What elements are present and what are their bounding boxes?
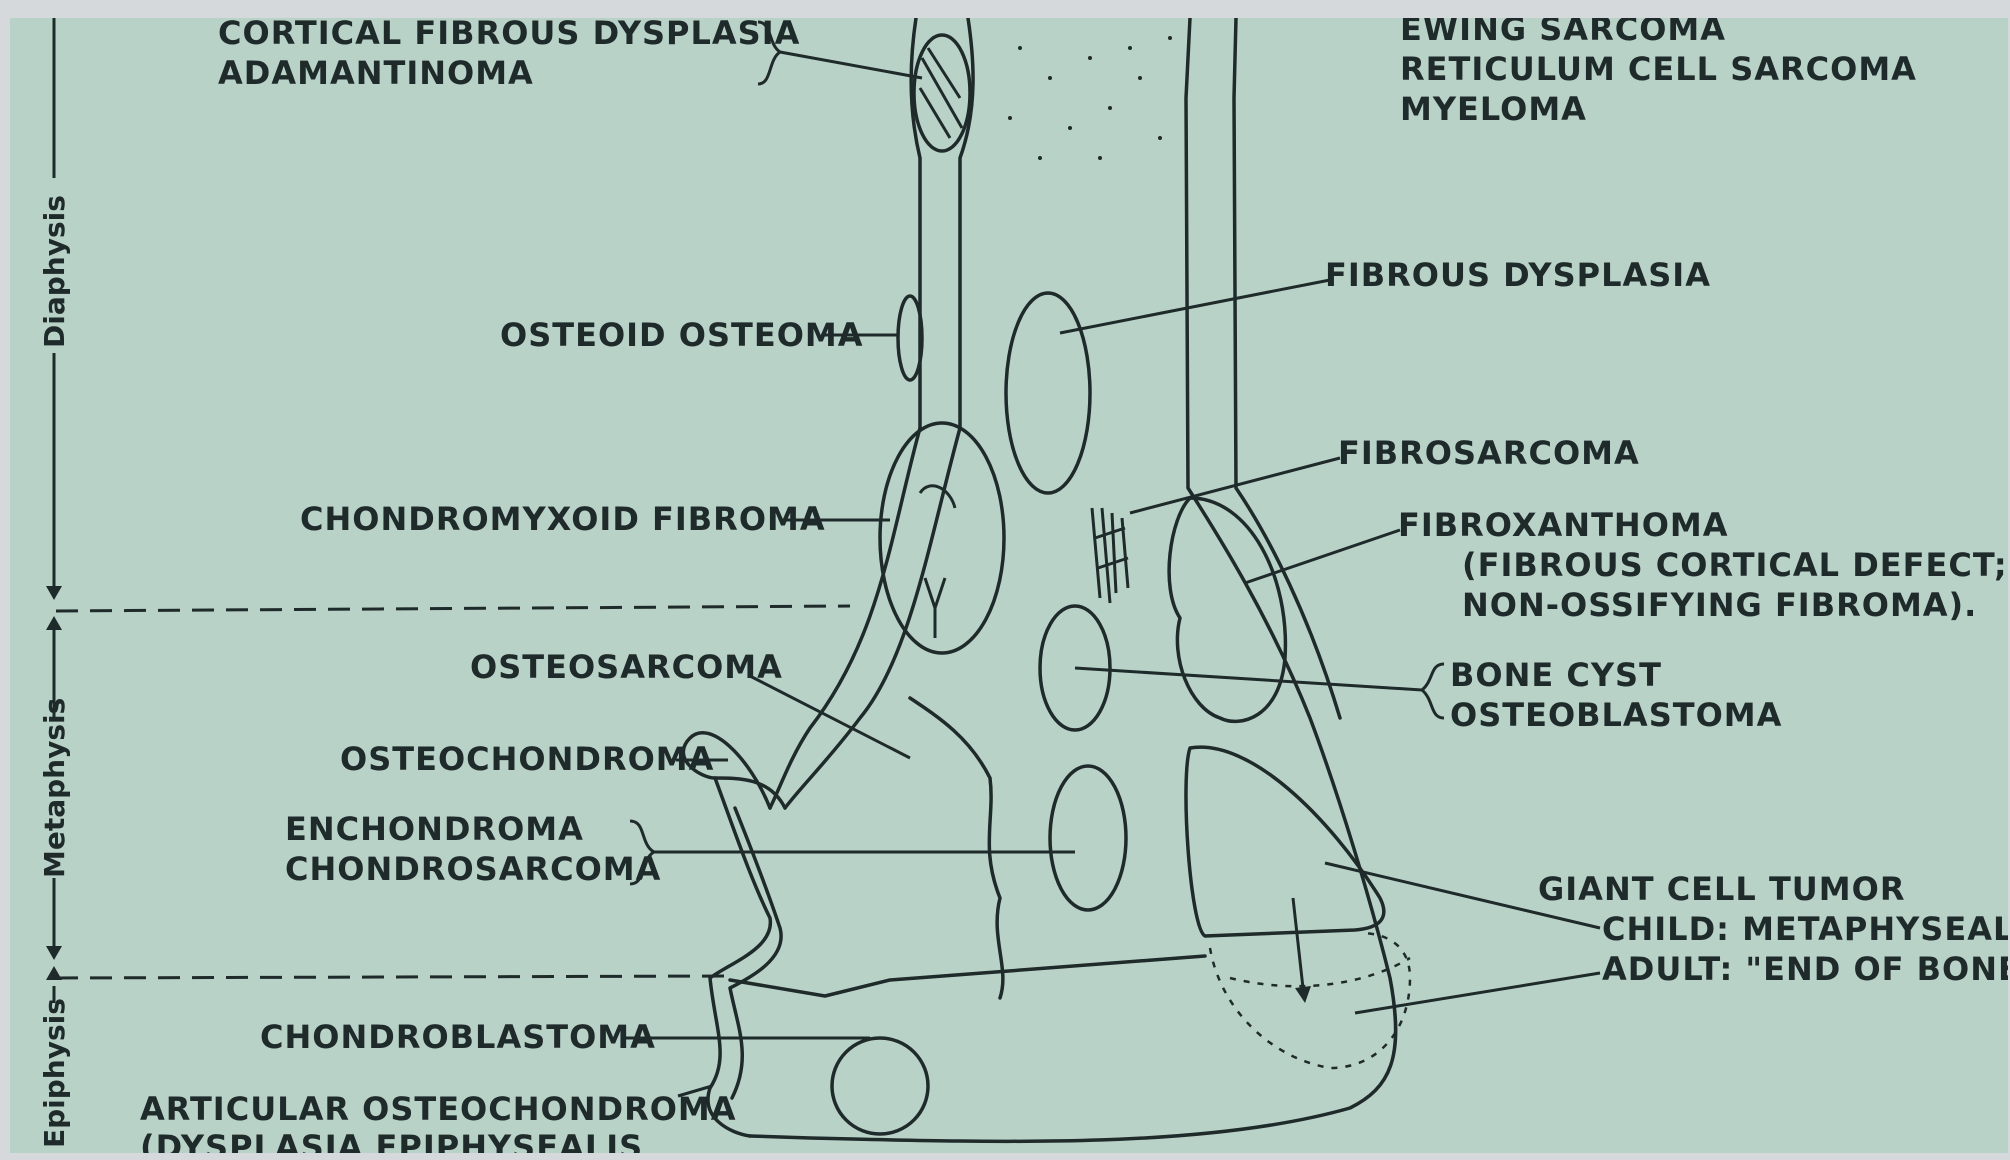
fibroxanthoma-lesion: [1169, 498, 1285, 721]
label-fibroxanthoma: FIBROXANTHOMA: [1398, 506, 1729, 544]
label-articular-osteochondroma: ARTICULAR OSTEOCHONDROMA: [140, 1090, 737, 1128]
diagram-stage: Diaphysis Metaphysis Epiphysis: [10, 18, 2008, 1153]
label-reticulum-cell-sarcoma: RETICULUM CELL SARCOMA: [1400, 50, 1917, 88]
label-osteochondroma: OSTEOCHONDROMA: [340, 740, 714, 778]
fibrosarcoma-lesion: [1092, 508, 1128, 603]
zone-label-epiphysis: Epiphysis: [38, 998, 71, 1148]
zone-label-metaphysis: Metaphysis: [38, 698, 71, 878]
zone-label-diaphysis: Diaphysis: [38, 195, 71, 348]
chondroblastoma-lesion: [832, 1038, 928, 1134]
bone-tumor-diagram: Diaphysis Metaphysis Epiphysis: [10, 18, 2008, 1153]
metaphysis-epiphysis-boundary: [56, 976, 730, 978]
fibrous-dysplasia-lesion: [1006, 293, 1090, 493]
label-chondrosarcoma: CHONDROSARCOMA: [285, 850, 661, 888]
label-non-ossifying-fibroma: NON-OSSIFYING FIBROMA).: [1462, 586, 1977, 624]
chondromyxoid-fibroma-lesion: [880, 423, 1004, 653]
giant-cell-tumor-adult-extent: [1210, 933, 1410, 1068]
ewing-sarcoma-speckles: [1008, 36, 1172, 160]
label-giant-cell-tumor: GIANT CELL TUMOR: [1538, 870, 1905, 908]
diaphysis-metaphysis-boundary: [56, 606, 850, 611]
giant-cell-tumor-child-lesion: [1186, 747, 1384, 936]
bone-outline: [683, 18, 1395, 1141]
label-adult-end-of-bone: ADULT: "END OF BONE": [1602, 950, 2008, 988]
enchondroma-lesion: [1050, 766, 1126, 910]
label-osteoblastoma: OSTEOBLASTOMA: [1450, 696, 1782, 734]
label-chondroblastoma: CHONDROBLASTOMA: [260, 1018, 656, 1056]
label-fibrous-cortical-defect: (FIBROUS CORTICAL DEFECT;: [1462, 546, 2008, 584]
label-fibrous-dysplasia: FIBROUS DYSPLASIA: [1325, 256, 1711, 294]
label-enchondroma: ENCHONDROMA: [285, 810, 584, 848]
label-chondromyxoid-fibroma: CHONDROMYXOID FIBROMA: [300, 500, 826, 538]
label-fibrosarcoma: FIBROSARCOMA: [1338, 434, 1640, 472]
label-ewing-sarcoma: EWING SARCOMA: [1400, 18, 1726, 48]
label-cortical-fibrous-dysplasia: CORTICAL FIBROUS DYSPLASIA: [218, 18, 800, 52]
label-osteosarcoma: OSTEOSARCOMA: [470, 648, 783, 686]
label-myeloma: MYELOMA: [1400, 90, 1587, 128]
label-child-metaphyseal: CHILD: METAPHYSEAL: [1602, 910, 2008, 948]
label-bone-cyst: BONE CYST: [1450, 656, 1662, 694]
label-adamantinoma: ADAMANTINOMA: [218, 54, 534, 92]
label-dysplasia-epiphysealis: (DYSPLASIA EPIPHYSEALIS: [140, 1128, 643, 1153]
label-osteoid-osteoma: OSTEOID OSTEOMA: [500, 316, 864, 354]
